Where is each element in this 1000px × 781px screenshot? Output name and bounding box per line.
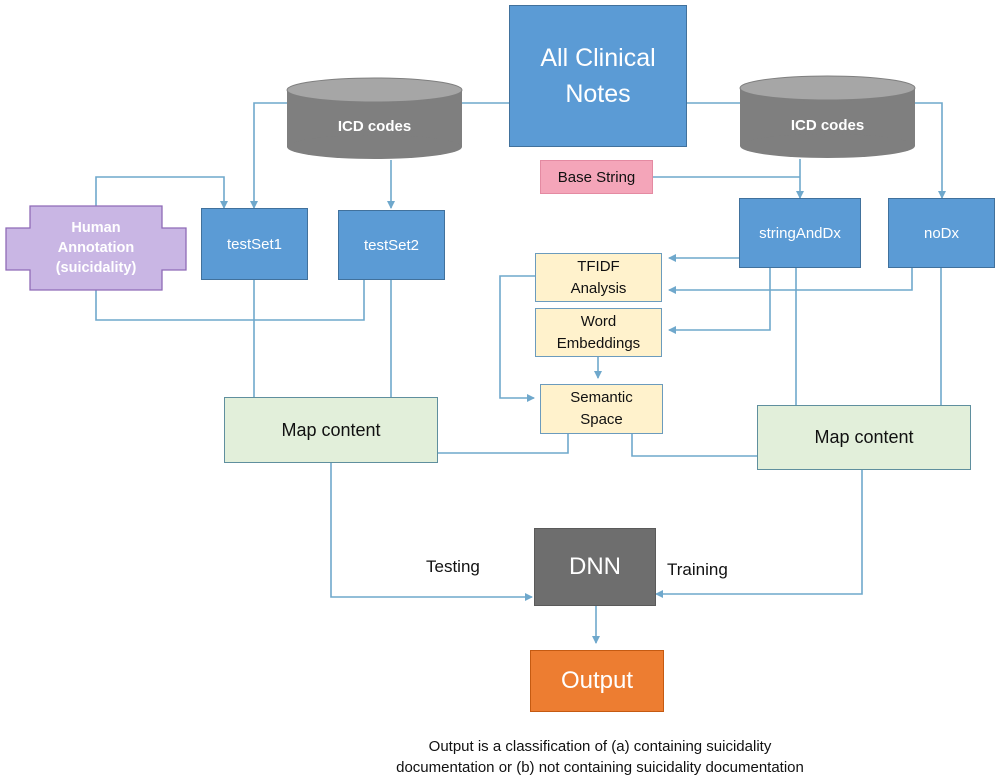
output-label: Output: [560, 667, 634, 694]
all-clinical-notes-label: All Clinical Notes: [540, 44, 656, 108]
output-box: Output: [530, 650, 664, 712]
nodx-box: noDx: [888, 198, 995, 268]
training-label: Training: [667, 560, 728, 579]
testset1-label: testSet1: [226, 235, 283, 253]
map-content-right-label: Map content: [814, 427, 914, 447]
all-clinical-notes-box: All Clinical Notes: [509, 5, 687, 147]
stringanddx-label: stringAndDx: [759, 224, 841, 242]
connector-stringanddx-embeddings: [668, 268, 771, 334]
connector-icd-testset1: [250, 102, 287, 209]
connector-map-dnn-training: [655, 470, 863, 598]
human-annotation-shape: [5, 205, 187, 291]
icd-codes-right-label: ICD codes: [791, 117, 864, 134]
stringanddx-box: stringAndDx: [739, 198, 861, 268]
connector-nodx-tfidf: [668, 268, 913, 294]
human-annotation-label: Human Annotation (suicidality): [55, 220, 137, 276]
word-embeddings-label: Word Embeddings: [556, 312, 641, 352]
connector-map-dnn-testing: [330, 463, 533, 601]
base-string-label: Base String: [557, 168, 636, 186]
testset1-box: testSet1: [201, 208, 308, 280]
map-content-left-box: Map content: [224, 397, 438, 463]
testset2-box: testSet2: [338, 210, 445, 280]
human-annotation-text: Human Annotation (suicidality): [30, 208, 162, 288]
icd-codes-left-label: ICD codes: [338, 118, 411, 135]
connector-tfidf-semantic: [499, 275, 535, 402]
map-content-left-label: Map content: [281, 419, 381, 440]
tfidf-analysis-label: TFIDF Analysis: [570, 257, 627, 297]
icd-codes-right-cylinder: ICD codes: [739, 75, 916, 158]
connector-icd-nodx: [915, 102, 946, 199]
nodx-label: noDx: [923, 224, 960, 242]
connector-semantic-map-left: [437, 434, 569, 454]
dnn-label: DNN: [569, 553, 621, 580]
base-string-box: Base String: [540, 160, 653, 194]
tfidf-analysis-box: TFIDF Analysis: [535, 253, 662, 302]
icd-codes-left-cylinder: ICD codes: [286, 77, 463, 159]
testset2-label: testSet2: [363, 236, 420, 254]
word-embeddings-box: Word Embeddings: [535, 308, 662, 357]
connector-annotation-testset2: [95, 280, 365, 321]
map-content-right-box: Map content: [757, 405, 971, 470]
connector-semantic-map-right: [631, 434, 757, 457]
connector-annotation-testset1: [95, 176, 228, 209]
semantic-space-label: Semantic Space: [570, 389, 633, 428]
dnn-box: DNN: [534, 528, 656, 606]
semantic-space-box: Semantic Space: [540, 384, 663, 434]
testing-label: Testing: [426, 557, 480, 576]
caption: Output is a classification of (a) contai…: [396, 738, 804, 776]
